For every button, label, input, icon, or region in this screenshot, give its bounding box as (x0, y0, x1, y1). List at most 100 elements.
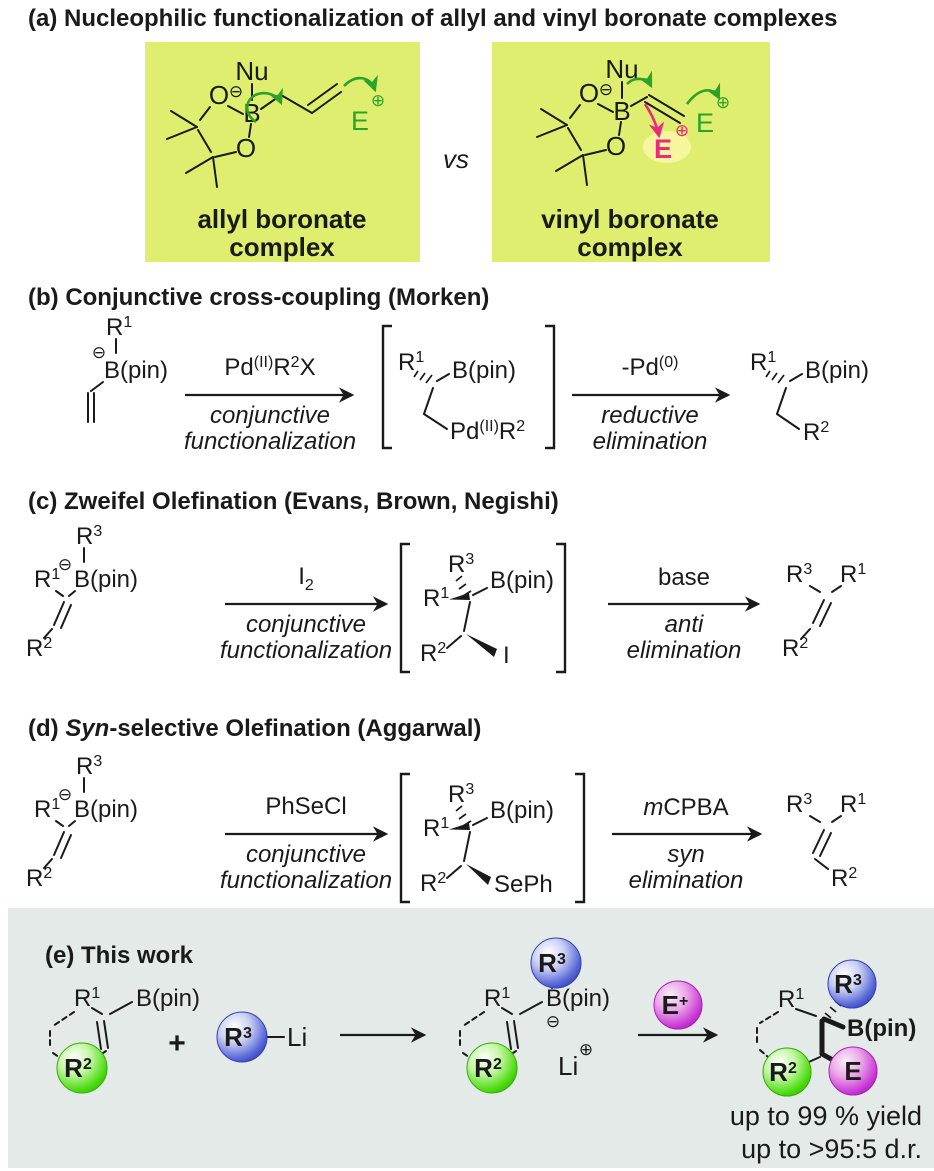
oxygen-top-label: O (209, 80, 229, 110)
seph-label: SePh (494, 871, 553, 898)
left-bracket (399, 772, 410, 904)
panel-c-scheme: (c) Zweifel Olefination (Evans, Brown, N… (26, 488, 866, 674)
c-start-structure: R3 ⊖ R1 B(pin) R2 (26, 523, 138, 662)
curved-arrow-vinyl-to-electrophile (685, 82, 721, 105)
bpin-label: B(pin) (805, 357, 869, 384)
r2-label: R2 (420, 870, 446, 897)
r2-sphere (466, 1042, 518, 1094)
d-step2-reagent: mCPBA (643, 794, 728, 821)
bpin-label: B(pin) (490, 797, 554, 824)
this-work-panel-box (8, 908, 934, 1168)
r3-label: R3 (786, 791, 812, 818)
r2-label: R2 (831, 865, 857, 892)
li-label: Li (287, 1022, 307, 1052)
bond-skeleton (809, 815, 842, 870)
b-step1-reagent: Pd(II)R2X (224, 354, 315, 381)
right-bracket (556, 542, 567, 674)
plus-charge-icon-pink: ⊕ (675, 121, 689, 141)
bond-skeleton (423, 373, 450, 430)
minus-charge-icon: ⊖ (58, 555, 72, 575)
vinyl-chain-bonds (630, 94, 685, 124)
electrophile-label: E+ (662, 990, 689, 1020)
li-label: Li (558, 1051, 578, 1081)
r1-label: R1 (423, 585, 449, 612)
bpin-label: B(pin) (490, 567, 554, 594)
bold-wedge-r1 (449, 823, 470, 830)
d-step1-reagent: PhSeCl (265, 793, 346, 820)
d-product-structure: R3 R1 R2 (786, 791, 866, 892)
d-intermediate-structure: R3 R1 B(pin) R2 SePh (399, 772, 586, 904)
r3-sphere (216, 1011, 268, 1063)
panel-e-scheme: (e) This work R1 B(pin) R2 + R3 Li (8, 908, 934, 1168)
d-step2-caption-2: elimination (629, 867, 744, 894)
panel-a-scheme: (a) Nucleophilic functionalization of al… (28, 5, 837, 262)
vs-label: vs (443, 144, 469, 174)
r1-label: R1 (484, 985, 510, 1012)
d-step1-caption-1: conjunctive (246, 841, 366, 868)
bpin-label: B(pin) (546, 985, 610, 1012)
c-step1-caption-1: conjunctive (246, 611, 366, 638)
right-bracket (575, 772, 586, 904)
hashed-wedge (455, 575, 472, 597)
d-step2-caption-1: syn (667, 841, 704, 868)
r3-sphere (827, 959, 877, 1009)
bond-skeleton (87, 381, 104, 423)
b-step2-reagent: -Pd(0) (622, 354, 679, 381)
e-start-structure: R1 B(pin) R2 (49, 985, 200, 1094)
b-step2-caption-1: reductive (601, 402, 698, 429)
r2-label: R2 (474, 1053, 502, 1083)
d-step1-caption-2: functionalization (220, 867, 392, 894)
electrophile-label-pink: E (654, 134, 672, 164)
panel-c-title: (c) Zweifel Olefination (Evans, Brown, N… (28, 488, 559, 515)
b-step2-caption-2: elimination (593, 428, 708, 455)
c-step2-caption-2: elimination (627, 637, 742, 664)
c-step1-reagent: I2 (298, 563, 314, 594)
bond-skeleton (800, 585, 842, 640)
r2-label: R2 (64, 1053, 92, 1083)
bond-skeleton (776, 373, 803, 430)
curved-arrow-boron-to-pink-electrophile (643, 103, 665, 139)
b-step1-caption-1: conjunctive (210, 402, 330, 429)
bond-skeleton (43, 590, 76, 639)
plus-charge-icon: ⊕ (579, 1040, 593, 1060)
bond-skeleton (166, 83, 253, 188)
panel-b-scheme: (b) Conjunctive cross-coupling (Morken) … (28, 284, 869, 455)
r3-label: R3 (448, 781, 474, 808)
r3-label: R3 (224, 1022, 252, 1052)
iodine-label: I (503, 642, 510, 669)
oxygen-bottom-label: O (236, 133, 256, 163)
e-product-structure: R1 R3 B(pin) R2 E (756, 959, 916, 1097)
bond-skeleton (446, 817, 488, 879)
yield-line-1: up to 99 % yield (730, 1101, 922, 1131)
electrophile-sphere (653, 980, 703, 1030)
c-product-structure: R3 R1 R2 (782, 561, 866, 662)
r1-label: R1 (778, 986, 804, 1013)
r1-label: R1 (750, 349, 776, 376)
hashed-wedge (455, 805, 472, 827)
panel-a-title: (a) Nucleophilic functionalization of al… (28, 5, 837, 32)
bpin-label: B(pin) (136, 985, 200, 1012)
bold-wedge-seph (466, 864, 491, 885)
r2-sphere (56, 1042, 108, 1094)
allyl-caption-line1: allyl boronate (197, 204, 366, 234)
r2-label: R2 (803, 419, 829, 446)
r3-label: R3 (448, 551, 474, 578)
r1-label: R1 (840, 791, 866, 818)
bpin-label: B(pin) (847, 1015, 916, 1042)
pink-glow (643, 131, 691, 163)
c-intermediate-structure: R3 R1 B(pin) R2 I (399, 542, 567, 674)
b-step1-caption-2: functionalization (184, 428, 356, 455)
bond-skeleton (446, 587, 488, 649)
bold-wedge-r1 (449, 593, 470, 600)
r3-sphere (530, 937, 582, 989)
r1-label: R1 (106, 314, 132, 341)
allyl-caption-line2: complex (229, 232, 335, 262)
right-bracket (545, 324, 556, 450)
r2-label: R2 (26, 635, 52, 662)
curved-arrow-allyl-shift (245, 87, 283, 124)
bpin-label: B(pin) (74, 566, 138, 593)
minus-charge-icon: ⊖ (546, 1012, 560, 1032)
c-step2-caption-1: anti (665, 611, 704, 638)
r1-label: R1 (34, 566, 60, 593)
pd-label: Pd(II)R2 (450, 418, 525, 445)
